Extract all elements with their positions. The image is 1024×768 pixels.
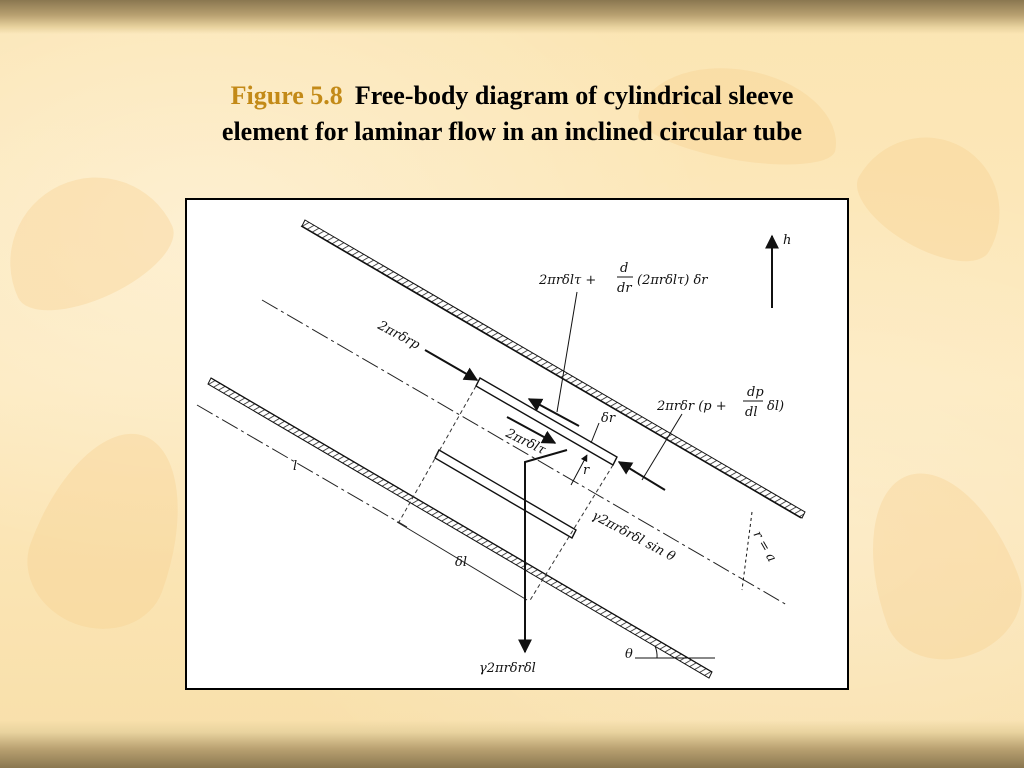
label-outer-shear-a: 2πrδlτ + — [538, 273, 596, 288]
label-r: r — [583, 463, 590, 478]
caption-title-line2: element for laminar flow in an inclined … — [221, 117, 803, 146]
label-outer-shear-d: d — [620, 261, 628, 276]
radius-dimension — [570, 454, 588, 486]
inner-shear-arrow — [506, 416, 557, 444]
element-projection-line — [398, 385, 477, 523]
label-delta-l: δl — [455, 555, 467, 570]
pressure-in-arrow — [424, 349, 479, 381]
label-outer-shear-dr: dr — [617, 281, 632, 296]
theta-arc — [654, 645, 658, 659]
upper-tube-wall — [300, 219, 806, 519]
slide-bottom-band — [0, 720, 1024, 768]
label-pressure-out-b: δl) — [767, 399, 784, 414]
radius-a-dimension — [741, 511, 753, 591]
tube-centerline — [261, 299, 788, 606]
delta-l-dimension-line — [396, 521, 528, 601]
label-outer-shear-b: (2πrδlτ) δr — [637, 273, 708, 288]
caption-line-1: Figure 5.8 Free-body diagram of cylindric… — [120, 78, 904, 114]
weight-component-arrow — [524, 449, 568, 648]
slide-top-band — [0, 0, 1024, 34]
figure-label: Figure 5.8 — [230, 81, 343, 110]
pressure-out-arrow — [617, 461, 666, 491]
label-theta: θ — [625, 647, 633, 662]
outer-shear-arrow — [527, 398, 580, 427]
label-pressure-out-dl: dl — [745, 405, 757, 420]
outer-shear-leader — [556, 291, 578, 413]
label-weight-component: γ2πrδrδl sin θ — [589, 508, 678, 565]
figure-frame: h 2πrδlτ + d dr (2πrδlτ) δr 2πrδrp 2πrδr… — [185, 198, 849, 690]
element-projection-line — [528, 464, 614, 603]
label-pressure-out-dp: dp — [747, 385, 764, 400]
label-weight: γ2πrδrδl — [479, 661, 536, 676]
label-delta-r: δr — [601, 411, 616, 426]
figure-caption: Figure 5.8 Free-body diagram of cylindric… — [120, 78, 904, 150]
caption-title-line1: Free-body diagram of cylindrical sleeve — [354, 81, 794, 110]
label-h: h — [783, 233, 791, 248]
length-datum-line — [196, 404, 408, 528]
label-l: l — [293, 459, 297, 474]
delta-r-leader — [590, 422, 600, 444]
label-pressure-in: 2πrδrp — [374, 318, 423, 353]
lower-tube-wall — [207, 377, 713, 679]
free-body-diagram: h 2πrδlτ + d dr (2πrδlτ) δr 2πrδrp 2πrδr… — [196, 219, 806, 679]
pressure-out-leader — [641, 413, 683, 481]
label-pressure-out-a: 2πrδr (p + — [656, 399, 727, 414]
label-r-eq-a: r = a — [750, 529, 780, 565]
